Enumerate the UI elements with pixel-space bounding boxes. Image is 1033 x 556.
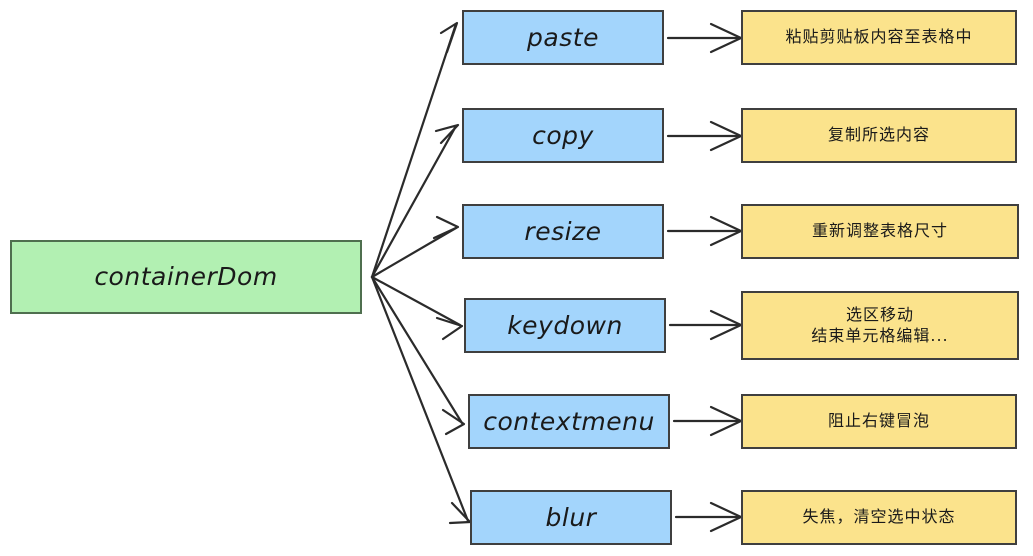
node-desc-keydown-label: 选区移动 [845,305,914,325]
edge-paste-to-desc [666,22,743,54]
node-event-paste[interactable]: paste [462,10,664,65]
edge-root-to-blur [370,275,472,525]
edge-root-to-keydown [370,275,464,341]
node-event-contextmenu-label: contextmenu [483,406,655,436]
edge-blur-to-desc [674,501,743,533]
node-event-resize-label: resize [524,216,602,246]
node-desc-copy-label: 复制所选内容 [827,125,930,145]
edge-root-to-copy [370,123,460,279]
node-event-contextmenu[interactable]: contextmenu [468,394,670,449]
node-desc-paste: 粘贴剪贴板内容至表格中 [741,10,1017,65]
node-desc-keydown-label-line2: 结束单元格编辑... [811,325,949,345]
node-event-blur-label: blur [545,502,597,532]
node-event-resize[interactable]: resize [462,204,664,259]
edge-root-to-contextmenu [370,275,466,436]
node-desc-blur: 失焦，清空选中状态 [741,490,1017,545]
edge-contextmenu-to-desc [672,405,743,437]
edge-keydown-to-desc [668,309,743,341]
node-container-dom-label: containerDom [94,262,278,291]
edge-root-to-paste [370,21,459,279]
node-event-blur[interactable]: blur [470,490,672,545]
edge-root-to-resize [370,215,460,279]
node-container-dom[interactable]: containerDom [10,240,362,314]
edge-resize-to-desc [666,215,743,247]
node-desc-keydown: 选区移动 结束单元格编辑... [741,291,1019,360]
node-event-keydown[interactable]: keydown [464,298,666,353]
node-event-copy[interactable]: copy [462,108,664,163]
node-desc-contextmenu: 阻止右键冒泡 [741,394,1017,449]
node-event-paste-label: paste [527,22,599,52]
node-event-copy-label: copy [532,120,594,150]
edge-copy-to-desc [666,120,743,152]
node-desc-contextmenu-label: 阻止右键冒泡 [827,411,930,431]
node-desc-resize: 重新调整表格尺寸 [741,204,1019,259]
node-desc-blur-label: 失焦，清空选中状态 [802,507,956,527]
node-event-keydown-label: keydown [507,310,623,340]
node-desc-copy: 复制所选内容 [741,108,1017,163]
node-desc-resize-label: 重新调整表格尺寸 [811,221,948,241]
node-desc-paste-label: 粘贴剪贴板内容至表格中 [785,27,973,47]
